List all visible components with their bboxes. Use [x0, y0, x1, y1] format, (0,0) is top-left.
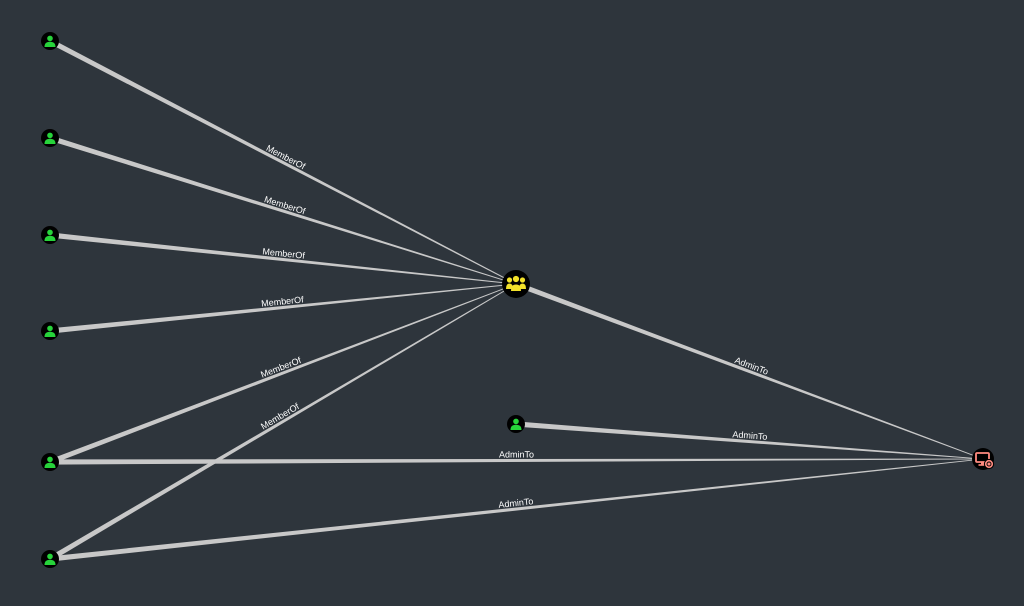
edge-memberof-user-2-group-1[interactable]	[49, 135, 517, 285]
group-icon	[506, 275, 526, 291]
user-icon	[510, 418, 522, 430]
user-node-user-7[interactable]	[507, 415, 525, 433]
edge-memberof-user-5-group-1[interactable]	[49, 283, 517, 465]
user-node-user-3[interactable]	[41, 226, 59, 244]
user-icon	[44, 456, 56, 468]
edge-label: AdminTo	[499, 449, 534, 459]
nodes-layer	[41, 32, 995, 568]
user-node-user-4[interactable]	[41, 322, 59, 340]
user-node-user-5[interactable]	[41, 453, 59, 471]
computer-icon	[975, 452, 995, 470]
user-node-user-6[interactable]	[41, 550, 59, 568]
user-icon	[44, 553, 56, 565]
edge-adminto-group-1-computer-1[interactable]	[515, 281, 984, 460]
edge-adminto-user-6-computer-1[interactable]	[49, 458, 983, 562]
edge-label: MemberOf	[261, 294, 305, 308]
group-node-group-1[interactable]	[502, 270, 530, 298]
edge-memberof-user-6-group-1[interactable]	[48, 283, 517, 562]
user-icon	[44, 325, 56, 337]
user-node-user-2[interactable]	[41, 129, 59, 147]
edge-memberof-user-1-group-1[interactable]	[48, 38, 517, 285]
user-icon	[44, 132, 56, 144]
edge-label: MemberOf	[259, 401, 301, 431]
edge-label: MemberOf	[262, 246, 306, 260]
edge-adminto-user-5-computer-1[interactable]	[50, 458, 983, 465]
user-icon	[44, 229, 56, 241]
edge-memberof-user-4-group-1[interactable]	[49, 283, 516, 334]
edge-adminto-user-7-computer-1[interactable]	[515, 421, 983, 460]
edge-label: AdminTo	[498, 496, 534, 510]
edge-labels-layer: MemberOfMemberOfMemberOfMemberOfMemberOf…	[259, 143, 770, 510]
user-icon	[44, 35, 56, 47]
edge-memberof-user-3-group-1[interactable]	[49, 232, 516, 285]
edge-label: AdminTo	[732, 429, 768, 442]
user-node-user-1[interactable]	[41, 32, 59, 50]
edges-layer	[48, 38, 984, 562]
computer-node-computer-1[interactable]	[972, 448, 995, 470]
